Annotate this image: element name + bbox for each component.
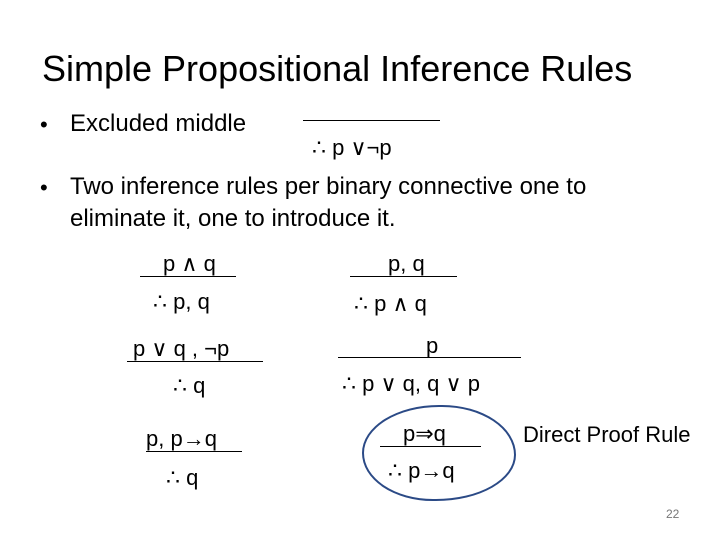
modus-ponens-conclusion: ∴ q — [166, 465, 199, 490]
bullet-two-rules-line1: Two inference rules per binary connectiv… — [70, 173, 587, 200]
page-number: 22 — [666, 507, 680, 521]
or-elim-conclusion: ∴ q — [173, 373, 206, 398]
bullet-two-rules-line2: eliminate it, one to introduce it. — [70, 205, 396, 232]
direct-proof-conclusion: ∴ p→q — [388, 458, 455, 483]
inference-line — [140, 276, 236, 277]
highlight-circle — [362, 405, 516, 501]
and-intro-conclusion: ∴ p ∧ q — [354, 291, 427, 316]
modus-ponens-premise: p, p→q — [146, 426, 217, 451]
bullet-marker: • — [40, 112, 48, 137]
and-elim-conclusion: ∴ p, q — [153, 289, 210, 314]
excluded-middle-conclusion: ∴ p ∨¬p — [312, 135, 392, 160]
or-intro-conclusion: ∴ p ∨ q, q ∨ p — [342, 371, 480, 396]
inference-line — [303, 120, 440, 121]
direct-proof-premise: p⇒q — [403, 421, 446, 446]
or-elim-premise: p ∨ q , ¬p — [133, 336, 230, 361]
slide-title: Simple Propositional Inference Rules — [42, 48, 633, 89]
inference-line — [127, 361, 263, 362]
or-intro-premise: p — [426, 333, 439, 358]
inference-line — [146, 451, 242, 452]
inference-line — [338, 357, 521, 358]
and-elim-premise: p ∧ q — [163, 251, 216, 276]
inference-line — [380, 446, 481, 447]
direct-proof-label: Direct Proof Rule — [523, 422, 691, 447]
bullet-excluded-middle: Excluded middle — [70, 110, 247, 137]
and-intro-premise: p, q — [388, 251, 425, 276]
inference-line — [350, 276, 457, 277]
bullet-marker: • — [40, 175, 48, 200]
